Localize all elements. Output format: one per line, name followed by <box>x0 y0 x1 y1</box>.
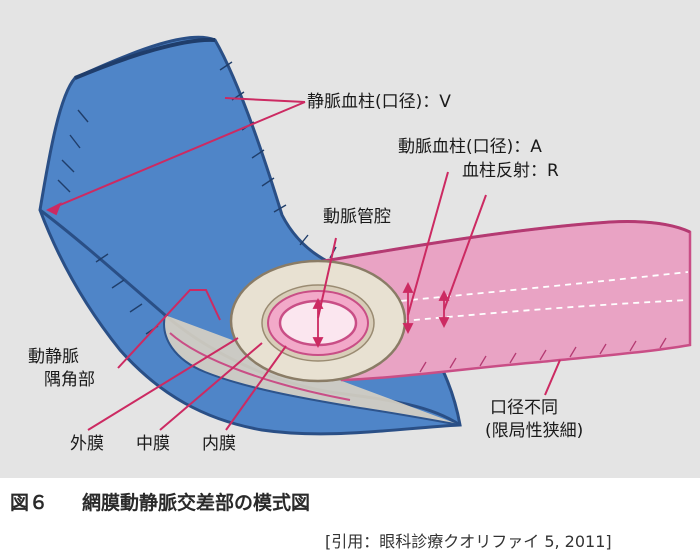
pointer-column-reflex <box>443 194 487 311</box>
pointer-artery-column <box>407 171 449 316</box>
figure-source: [引用：眼科診療クオリファイ 5, 2011] <box>325 532 612 551</box>
label-vein-column: 静脈血柱(口径)：V <box>307 92 451 112</box>
pointer-media <box>159 342 263 431</box>
label-caliber-line2: (限局性狭細) <box>485 421 584 441</box>
av-crossing-illustration <box>38 35 692 436</box>
artery-top-edge <box>317 220 691 264</box>
label-caliber-line1: 口径不同 <box>490 398 558 418</box>
label-intima: 内膜 <box>202 434 236 454</box>
label-av-angle-line2: 隅角部 <box>44 370 95 390</box>
pointer-vein-2 <box>224 97 306 103</box>
pointer-adventitia <box>87 337 239 431</box>
label-column-reflex: 血柱反射：R <box>462 161 559 181</box>
label-adventitia: 外膜 <box>70 434 104 454</box>
label-artery-column: 動脈血柱(口径)：A <box>398 137 542 157</box>
label-media: 中膜 <box>136 434 170 454</box>
label-artery-lumen: 動脈管腔 <box>323 207 391 227</box>
vein-top-rim <box>74 37 216 80</box>
pointer-av-angle <box>117 289 221 369</box>
figure-panel: 静脈血柱(口径)：V 動脈血柱(口径)：A 血柱反射：R 動脈管腔 動静脈 隅角… <box>0 0 700 478</box>
artery-reflex-dash-2 <box>391 299 689 323</box>
pointer-lines <box>47 97 561 431</box>
artery-illustration <box>229 220 692 383</box>
figure-number: 図６ <box>10 492 49 514</box>
pointer-intima <box>225 345 287 431</box>
pointer-caliber <box>544 359 561 396</box>
caliber-arrows <box>45 202 450 349</box>
label-av-angle-line1: 動静脈 <box>28 347 79 367</box>
artery-wall-ticks <box>419 337 667 373</box>
pointer-vein-1 <box>47 101 306 211</box>
figure-title: 網膜動静脈交差部の模式図 <box>82 492 311 514</box>
vein-lower-fold-rim <box>169 332 351 401</box>
